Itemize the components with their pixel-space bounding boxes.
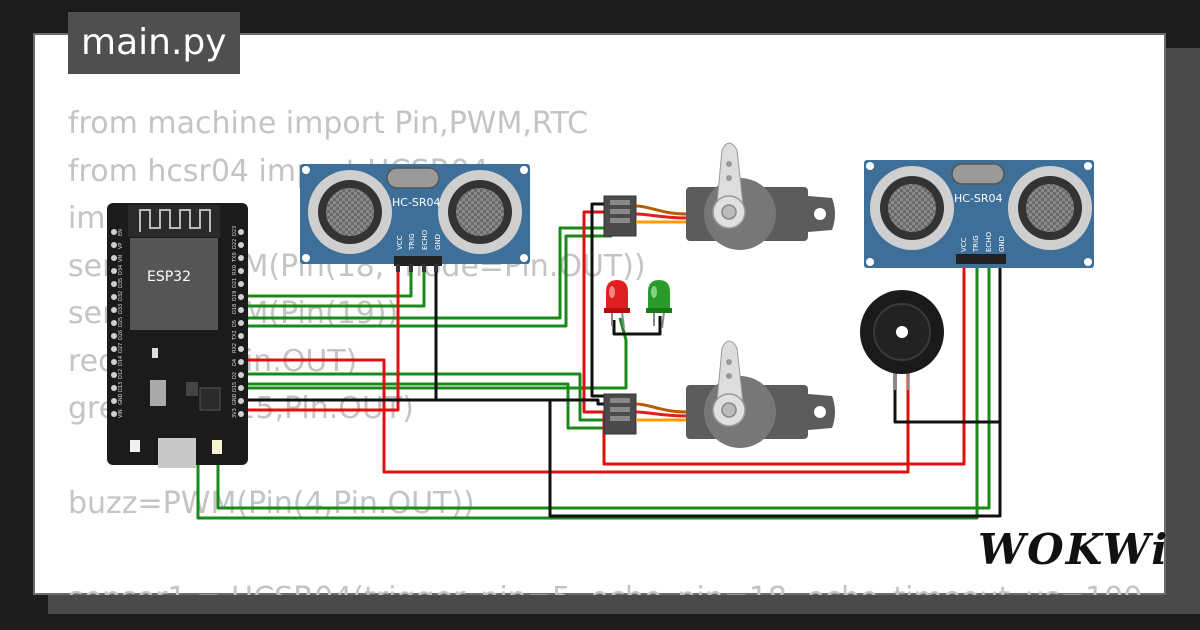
esp32-pin-label: D27: [118, 343, 124, 353]
sensor-pin-label: GND: [998, 236, 1006, 252]
wire-green[interactable]: [232, 262, 426, 308]
esp32-pin-label: EN: [118, 229, 124, 236]
wire-red[interactable]: [602, 262, 966, 466]
wire-black[interactable]: [893, 372, 1000, 424]
sensor-label: HC-SR04: [954, 192, 1003, 205]
sensor-pin-label: VCC: [396, 235, 404, 250]
esp32-pin-label: D25: [118, 317, 124, 327]
file-tab[interactable]: main.py: [68, 12, 240, 74]
wire-green[interactable]: [232, 262, 413, 298]
wire-black[interactable]: [436, 398, 612, 406]
esp32-pin-label: RX0: [232, 265, 238, 275]
esp32-pin-label: D18: [232, 304, 238, 314]
esp32-pin-label: RX2: [232, 343, 238, 353]
esp32-pin-label: TX2: [232, 330, 238, 341]
sensor-label: HC-SR04: [392, 196, 441, 209]
esp32-pin-label: GND: [118, 393, 124, 405]
esp32-pin-label: D34: [118, 265, 124, 275]
esp32-label: ESP32: [147, 269, 191, 285]
esp32-pin-label: D23: [232, 226, 238, 236]
esp32-pin-label: D21: [232, 278, 238, 288]
esp32-pin-label: D32: [118, 291, 124, 301]
esp32-pin-label: D15: [232, 382, 238, 392]
wokwi-logo: WOKWi: [978, 525, 1170, 574]
code-line: sensor1 = HCSR04(trigger_pin=5, echo_pin…: [68, 575, 1143, 595]
wire-red[interactable]: [582, 210, 612, 414]
wire-black[interactable]: [548, 262, 1002, 518]
esp32-pin-label: D12: [118, 369, 124, 379]
code-line: from machine import Pin,PWM,RTC: [68, 106, 589, 141]
wire-green[interactable]: [232, 382, 612, 430]
sensor-pin-label: VCC: [960, 237, 968, 252]
esp32-right-pins: [238, 229, 244, 417]
wire-red[interactable]: [232, 262, 400, 412]
sensor-pin-label: ECHO: [421, 229, 429, 250]
esp32-pin-label: D5: [232, 320, 238, 327]
esp32-pin-label: D33: [118, 304, 124, 314]
esp32-pin-label: D2: [232, 372, 238, 379]
esp32-pin-label: D26: [118, 330, 124, 340]
ultrasonic-sensor-right[interactable]: HC-SR04 VCC TRIG ECHO GND: [864, 160, 1094, 268]
esp32-pin-label: D14: [118, 356, 124, 366]
esp32-board[interactable]: ESP32 EN VP VN D34 D: [107, 203, 248, 468]
wire-green[interactable]: [196, 240, 979, 520]
esp32-pin-label: VN: [118, 255, 124, 262]
wire-red[interactable]: [232, 340, 910, 474]
wire-green[interactable]: [216, 250, 991, 510]
esp32-pin-label: D4: [232, 359, 238, 366]
wire-black[interactable]: [612, 316, 662, 336]
esp32-pin-label: GND: [232, 393, 238, 405]
sensor-pin-label: GND: [434, 234, 442, 250]
esp32-pin-label: 3V3: [232, 408, 238, 418]
buzzer[interactable]: [860, 290, 944, 390]
code-line: buzz=PWM(Pin(4,Pin.OUT)): [68, 486, 475, 521]
wire-green[interactable]: [232, 317, 628, 390]
esp32-pin-label: VP: [118, 243, 124, 249]
esp32-pin-label: D22: [232, 239, 238, 249]
esp32-pin-label: D35: [118, 278, 124, 288]
wire-black[interactable]: [590, 202, 612, 398]
sensor-pin-label: ECHO: [985, 231, 993, 252]
sensor-pin-label: TRIG: [408, 233, 416, 251]
wire-black[interactable]: [232, 262, 438, 402]
esp32-pin-label: TX0: [232, 252, 238, 263]
wire-green[interactable]: [232, 226, 612, 320]
esp32-left-pins: [111, 229, 117, 417]
esp32-pin-label: VIN: [118, 409, 124, 418]
servo-motor-top[interactable]: [603, 142, 835, 250]
esp32-pin-label: D13: [118, 382, 124, 392]
esp32-pin-label: D19: [232, 291, 238, 301]
led-red[interactable]: [604, 280, 630, 329]
led-green[interactable]: [646, 280, 672, 329]
wire-green[interactable]: [232, 372, 612, 422]
servo-motor-bottom[interactable]: [603, 340, 835, 448]
ultrasonic-sensor-left[interactable]: HC-SR04 VCC TRIG ECHO GND: [300, 164, 530, 272]
sensor-pin-label: TRIG: [972, 235, 980, 253]
